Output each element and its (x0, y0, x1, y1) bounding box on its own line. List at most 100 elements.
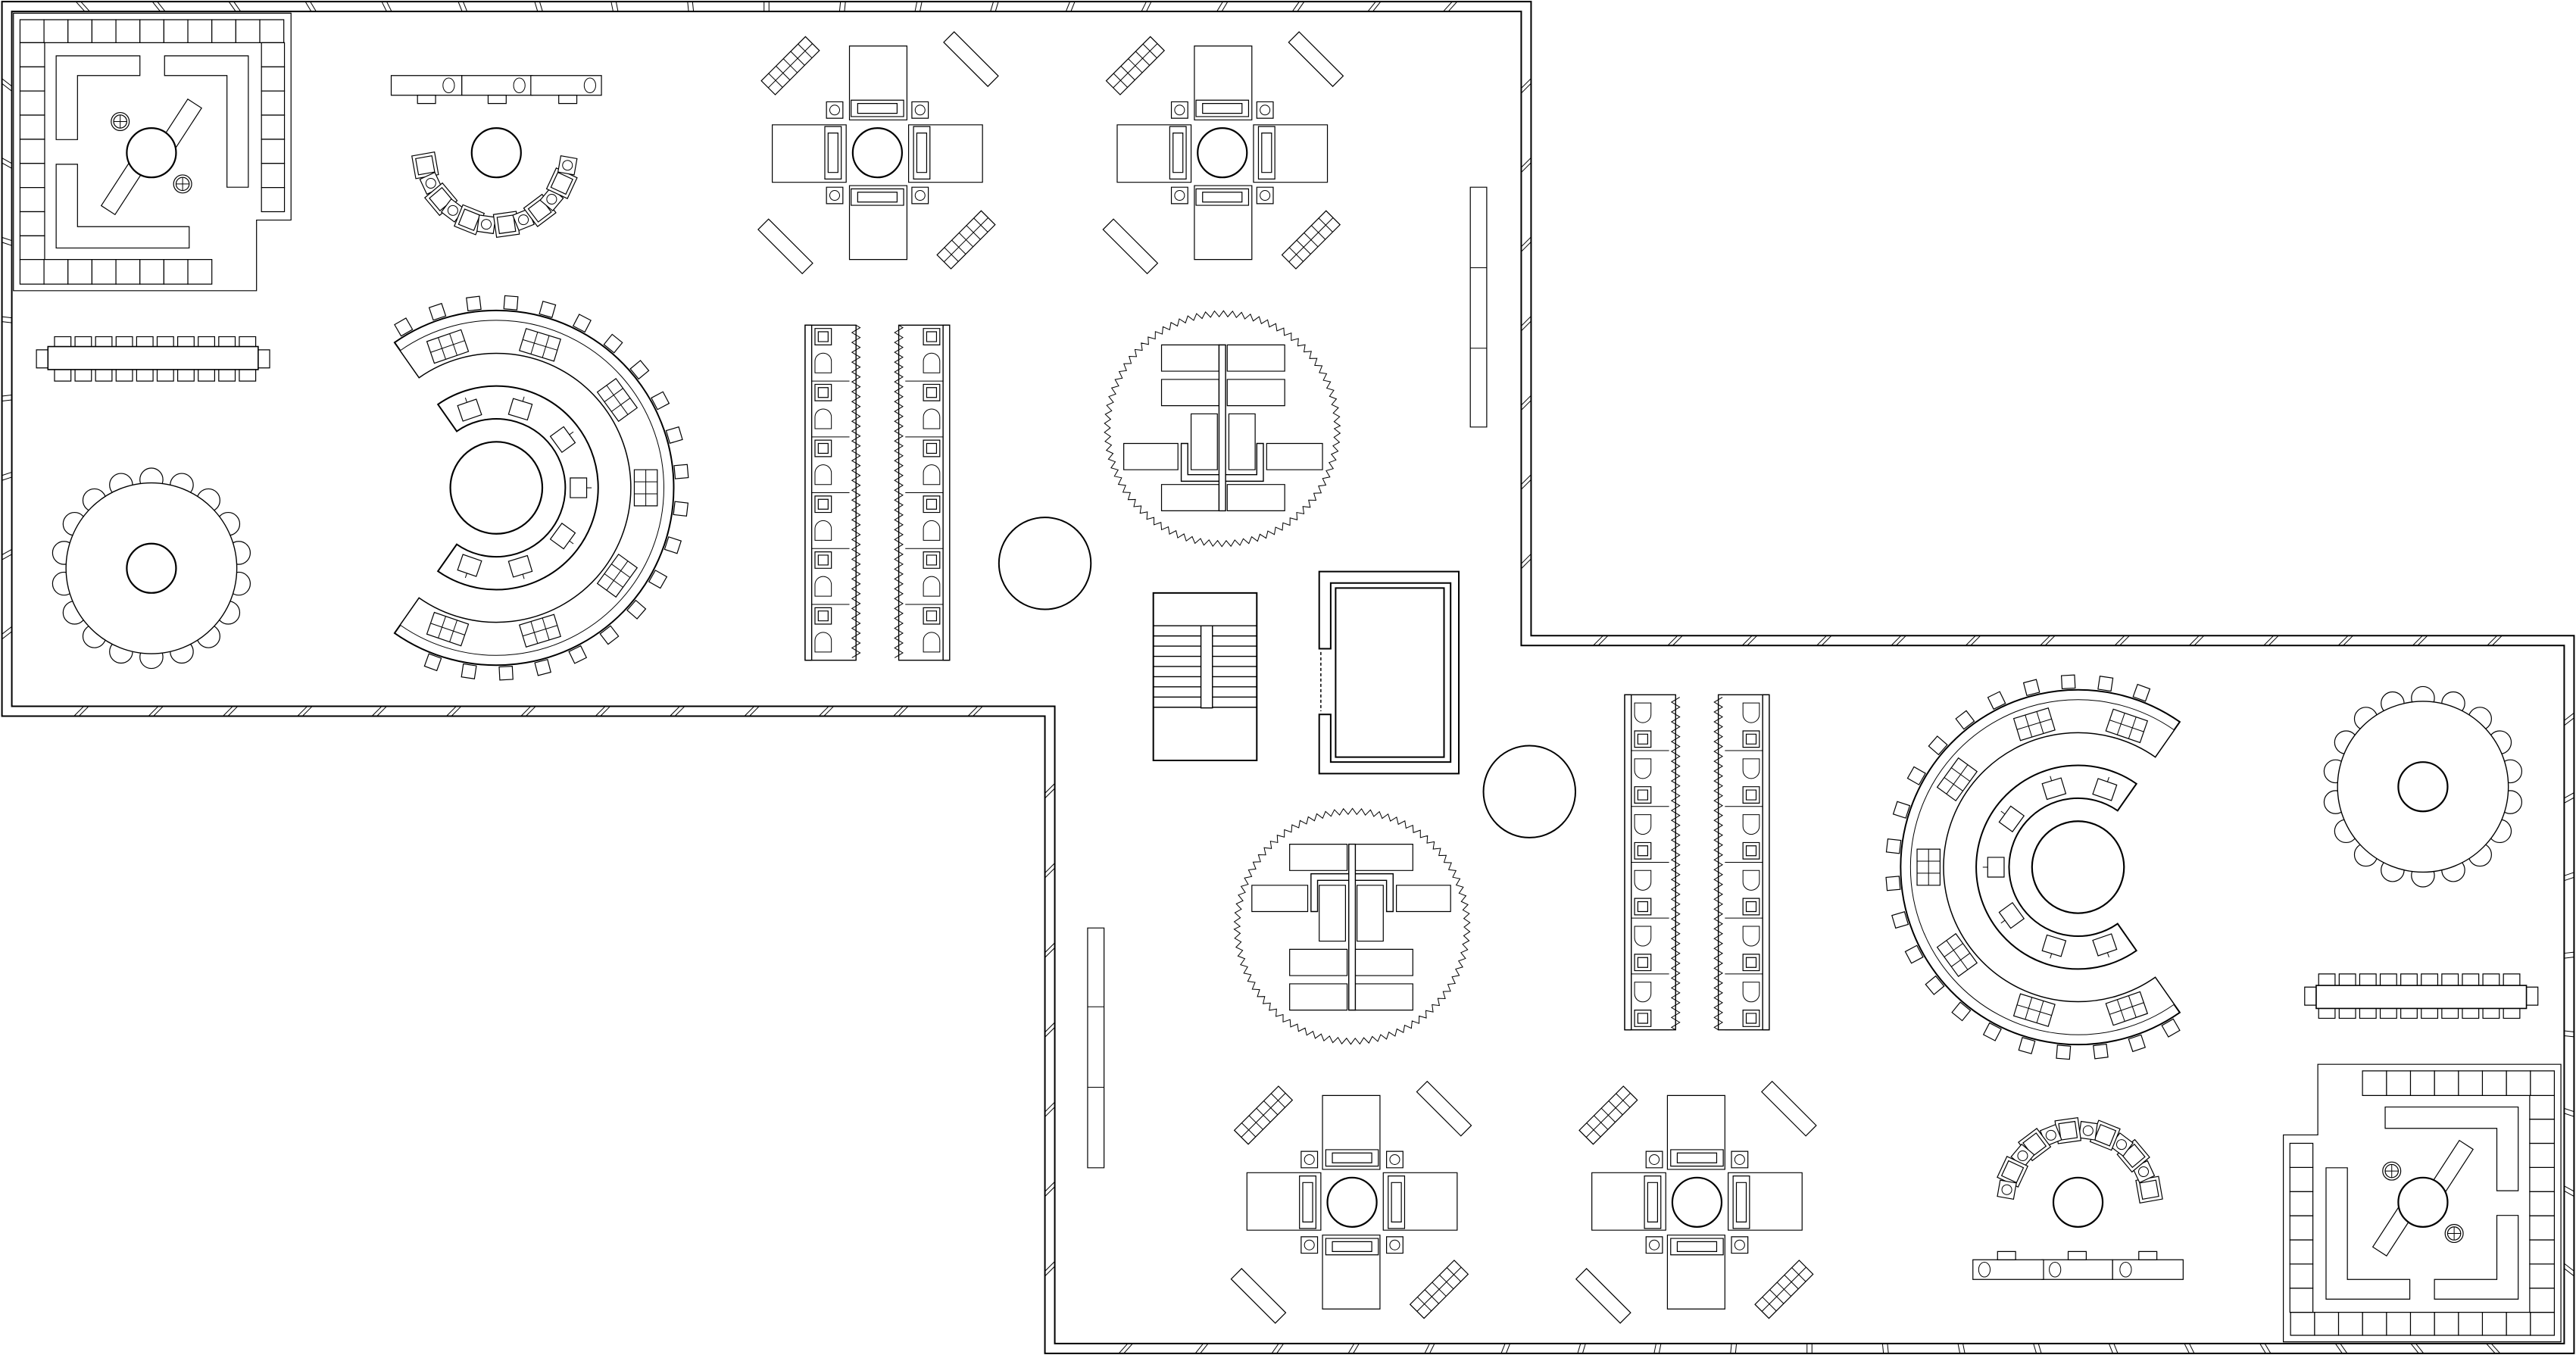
wall-mullion (2564, 1031, 2574, 1032)
wall-mullion (1201, 1344, 1208, 1353)
chair (1905, 945, 1922, 963)
monitor-desk (456, 554, 482, 581)
bench (1762, 1082, 1816, 1136)
chair (674, 464, 688, 479)
wall-mullion (1448, 2, 1457, 11)
chair (573, 314, 591, 332)
desk-chair-seat (818, 499, 828, 509)
bench (944, 32, 998, 86)
grid-line (1947, 941, 1968, 970)
desk-chair-seat (818, 332, 828, 342)
chair (674, 464, 688, 479)
shelf-cell (2338, 1313, 2362, 1335)
desk-chair-arch (1743, 815, 1759, 835)
shelf-cell (20, 20, 44, 42)
wall-mullion (1521, 316, 1531, 326)
shelf-cell (20, 115, 45, 139)
wall-mullion (1672, 635, 1682, 645)
shelf-cell (2459, 1313, 2483, 1335)
wall-mullion (1045, 1187, 1055, 1197)
chair (1892, 912, 1909, 929)
wall-panel (1470, 187, 1487, 427)
side-table-top (1175, 105, 1185, 115)
grid-line (607, 386, 628, 415)
chair (1952, 1002, 1970, 1020)
wall-mullion (1141, 2, 1147, 11)
shelf-cell (164, 20, 188, 42)
desk-row-spine (943, 325, 950, 660)
desk (1124, 443, 1179, 470)
wall-mullion (611, 2, 614, 11)
desk-chair-seat (1262, 133, 1272, 173)
wall-mullion (1119, 1344, 1128, 1353)
lounge-chair-seat (2140, 1180, 2159, 1199)
wall-mullion (2, 400, 12, 401)
monitor (457, 554, 482, 576)
wall-mullion (1045, 1261, 1055, 1271)
bench (1288, 32, 1343, 86)
grid-line (1113, 44, 1157, 88)
wall-mullion (1896, 635, 1906, 645)
shelf-cell (2290, 1240, 2312, 1264)
chair (1956, 710, 1974, 729)
wall-mullion (1747, 635, 1757, 645)
wall-mullion (2, 395, 12, 396)
desk-chair-seat (828, 133, 838, 173)
chair (1928, 736, 1947, 754)
chair (2483, 974, 2500, 985)
grid-line (607, 561, 628, 591)
desk-chair-arch (1635, 759, 1651, 779)
stair-landing-divider (1201, 626, 1213, 707)
wall-mullion (2415, 1344, 2423, 1353)
chair (600, 626, 618, 644)
wall-mullion (1659, 1344, 1661, 1353)
chair (2128, 1035, 2145, 1051)
shelf-cell (44, 260, 68, 285)
wall-mullion (1045, 1107, 1055, 1117)
shelf-cell (2387, 1313, 2411, 1335)
table-center (2398, 762, 2447, 811)
monitor-desk (551, 424, 579, 453)
building-core (1154, 572, 1459, 774)
wall-mullion (2184, 1344, 2190, 1353)
chair (1988, 692, 2006, 709)
wall-mullion (2, 549, 12, 554)
wall-mullion (898, 706, 908, 716)
chair (666, 427, 682, 444)
wall-mullion (819, 706, 829, 716)
shelf-cell (20, 67, 45, 91)
bench (1576, 1269, 1631, 1323)
chair (2318, 974, 2335, 985)
l-sofa (56, 164, 189, 248)
shelf-cell (261, 139, 284, 164)
chair (651, 392, 669, 409)
grid-line (2109, 720, 2144, 732)
wall-mullion (535, 2, 538, 11)
cross-workstation (1576, 1082, 1816, 1323)
grid-line (2017, 1005, 2052, 1016)
wall-mullion (1958, 1344, 1960, 1353)
wall-mullion (1195, 1344, 1203, 1353)
chair (2056, 1045, 2071, 1060)
wall-mullion (1045, 948, 1055, 957)
shelf-cell (261, 164, 284, 188)
l-sofa (2326, 1168, 2410, 1299)
chair (649, 570, 667, 589)
grid-line (1586, 1093, 1630, 1137)
grid-desk (427, 329, 469, 363)
chair (1907, 766, 1925, 785)
plan-wing-lower-right (1088, 675, 2561, 1342)
shelf-cell (20, 188, 45, 212)
desk-chair-arch (1743, 982, 1759, 1002)
wall-mullion (1582, 1344, 1585, 1353)
desk-chair-arch (815, 520, 832, 540)
monitor-desk (1995, 804, 2024, 832)
shelf-cell (2315, 1313, 2339, 1335)
shelf-cell (236, 20, 260, 42)
wall-mullion (2194, 635, 2204, 645)
desk-row-spine (1625, 695, 1631, 1029)
desk-chair-seat (1747, 790, 1756, 800)
chair (1886, 876, 1900, 891)
chair (535, 660, 551, 676)
grid-bench (1282, 211, 1341, 269)
